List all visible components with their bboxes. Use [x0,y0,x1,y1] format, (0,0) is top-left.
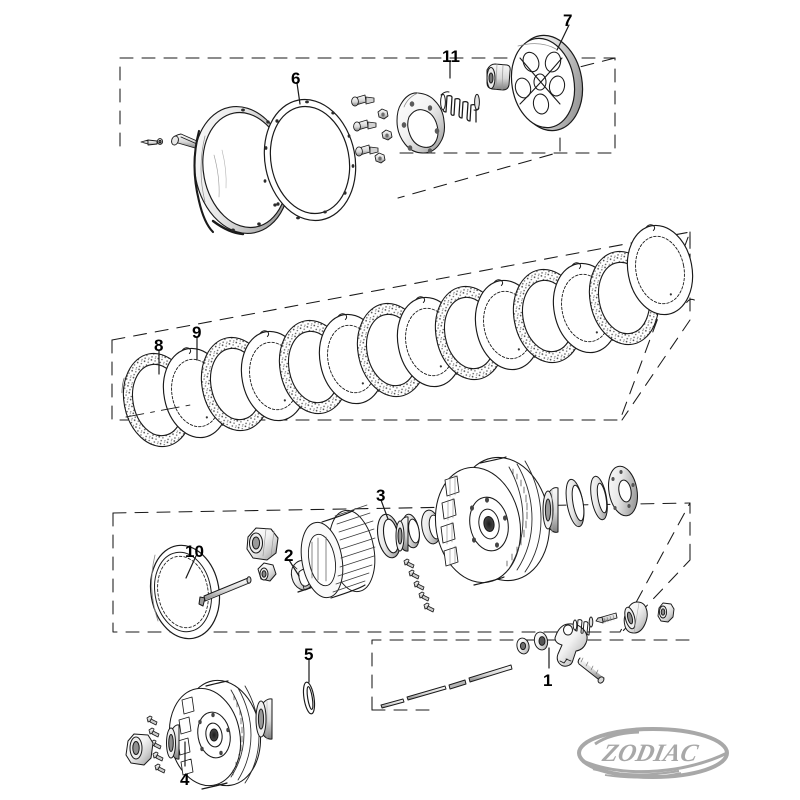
clutch-cam-plate [396,92,446,154]
zodiac-logo-mark: ZODIAC [577,727,729,779]
derby-cover-gasket [263,98,357,222]
callout-11: 11 [442,47,460,66]
spacer-ring-set [402,509,442,549]
clutch-pushrod [198,576,252,607]
leader-line-2 [288,559,300,577]
clutch-basket-assembly [434,456,551,586]
cover-screw-small [140,138,164,146]
thrust-washer [376,513,402,559]
spring-collar [486,63,511,91]
lock-nut-small [257,562,277,582]
callout-4: 4 [180,770,190,789]
leader-line-10 [185,555,197,579]
callout-10: 10 [185,542,204,561]
cover-bolt-set [351,94,393,164]
callout-5: 5 [304,645,314,664]
bearing-race-set [542,475,608,534]
release-mechanism [380,601,675,709]
leader-line-6 [296,82,301,105]
callout-2: 2 [284,546,294,565]
bearing-flange-plate [608,465,638,517]
callout-leaders [158,24,570,767]
callout-8: 8 [154,336,164,355]
steel-plate [626,224,695,316]
pressure-plate [510,34,584,132]
bearing-race [166,724,180,760]
leader-line-3 [380,499,389,520]
clutch-spring [440,91,480,123]
zodiac-wordmark: ZODIAC [599,739,701,767]
clutch-plate-stack [121,224,695,448]
leader-line-7 [556,24,570,51]
basket-screw-set [403,558,435,613]
callout-1: 1 [543,671,553,690]
clutch-hub-nut [246,527,279,561]
callout-7: 7 [563,11,573,30]
clutch-hub-lower [168,679,262,790]
clutch-drum-gear [297,504,376,599]
hub-bushing-right [255,698,273,741]
o-ring [302,681,316,715]
callout-3: 3 [376,486,386,505]
basket-bushing-pair [395,516,409,552]
zodiac-logo: ZODIAC [575,725,735,783]
callout-9: 9 [192,323,202,342]
clutch-hub-plate [149,544,221,640]
callout-6: 6 [291,69,301,88]
hub-bushing [125,733,154,766]
